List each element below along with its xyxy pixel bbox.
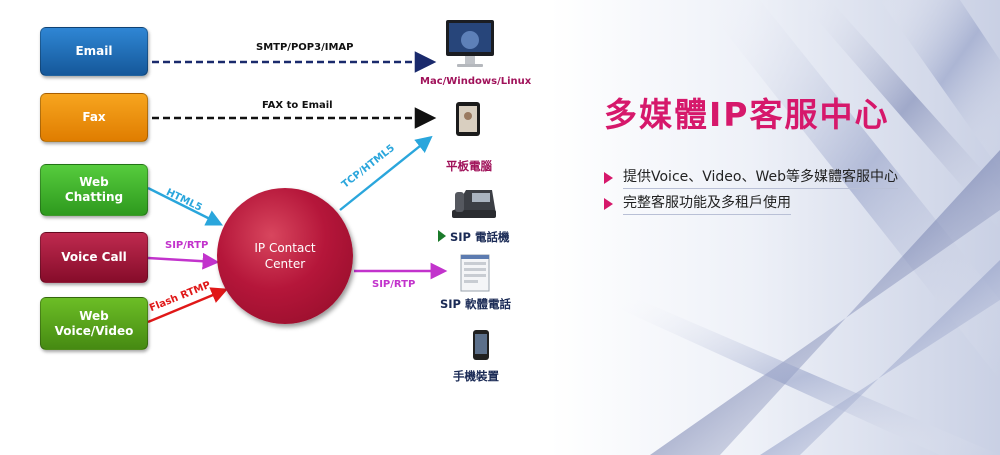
bullet-text: 完整客服功能及多租戶使用: [623, 192, 791, 215]
voice-arrow: [147, 252, 220, 270]
source-voice-call-label: Voice Call: [61, 250, 127, 264]
bullet-item: 提供Voice、Video、Web等多媒體客服中心: [604, 166, 899, 189]
tablet-label: 平板電腦: [446, 159, 492, 173]
hub-label: IP Contact Center: [254, 240, 316, 271]
source-web-chatting: Web Chatting: [40, 164, 148, 216]
tablet-icon: [456, 102, 480, 136]
bullet-triangle-icon: [604, 197, 613, 210]
fax-protocol-label: FAX to Email: [262, 100, 333, 111]
monitor-icon: [446, 20, 494, 67]
source-fax: Fax: [40, 93, 148, 142]
voice-protocol-label: SIP/RTP: [165, 240, 209, 251]
mobile-label: 手機裝置: [453, 369, 499, 383]
sip-phone-label: SIP 電話機: [450, 230, 510, 244]
tablet-arrow: [339, 135, 433, 211]
bullet-text: 提供Voice、Video、Web等多媒體客服中心: [623, 166, 899, 189]
bullet-item: 完整客服功能及多租戶使用: [604, 192, 791, 215]
softphone-label: SIP 軟體電話: [440, 297, 511, 311]
mobile-phone-icon: [473, 330, 489, 360]
email-protocol-label: SMTP/POP3/IMAP: [256, 42, 354, 53]
softphone-window-icon: [460, 254, 490, 292]
computer-label: Mac/Windows/Linux: [420, 76, 532, 87]
ip-contact-center-hub: IP Contact Center: [217, 188, 353, 324]
source-web-voice-video-label: Web Voice/Video: [54, 308, 134, 338]
softphone-protocol-label: SIP/RTP: [372, 279, 416, 290]
source-email: Email: [40, 27, 148, 76]
source-web-chatting-label: Web Chatting: [64, 175, 124, 204]
chat-arrow: [147, 186, 224, 226]
ip-phone-icon: [452, 190, 496, 218]
bullet-triangle-icon: [604, 171, 613, 184]
source-fax-label: Fax: [82, 110, 106, 124]
sip-phone-triangle-icon: [438, 230, 446, 242]
source-email-label: Email: [75, 44, 113, 58]
video-arrow: [147, 287, 229, 324]
source-voice-call: Voice Call: [40, 232, 148, 283]
page-title: 多媒體IP客服中心: [604, 95, 890, 134]
source-web-voice-video: Web Voice/Video: [40, 297, 148, 350]
